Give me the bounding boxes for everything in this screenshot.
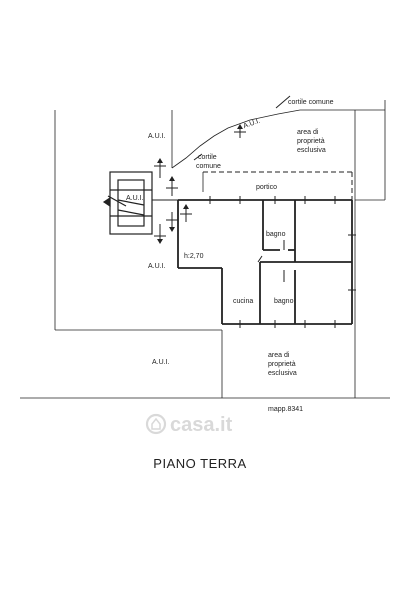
label-cucina: cucina: [233, 298, 253, 305]
watermark-logo-icon: [145, 413, 167, 435]
label-area-esclusiva-bottom-2: proprietà: [268, 361, 296, 368]
label-auu-stairs: A.U.I.: [126, 195, 144, 202]
portico-outline: [203, 171, 353, 200]
casa-it-watermark: casa.it: [145, 413, 233, 436]
arrowheads: [157, 124, 243, 244]
window-markers: [209, 196, 356, 328]
house-walls: [177, 199, 353, 325]
label-auu-bottom: A.U.I.: [152, 359, 170, 366]
site-boundaries: [20, 100, 390, 399]
label-area-esclusiva-top-2: proprietà: [297, 138, 325, 145]
label-cortile-comune-top: cortile comune: [288, 99, 334, 106]
page-title: PIANO TERRA: [153, 456, 247, 471]
label-cortile-comune-mid: cortile: [198, 154, 217, 161]
label-area-esclusiva-bottom-1: area di: [268, 352, 290, 359]
watermark-text: casa.it: [170, 414, 233, 436]
label-bagno-2: bagno: [274, 298, 294, 305]
label-height: h:2,70: [184, 253, 204, 260]
label-auu-left: A.U.I.: [148, 263, 166, 270]
label-portico: portico: [256, 184, 277, 191]
label-cortile-comune-mid-2: comune: [196, 163, 221, 170]
label-bagno-1: bagno: [266, 231, 286, 238]
stair-block: [102, 171, 153, 235]
connector-symbols: [152, 95, 291, 282]
label-auu-top-right: A.U.I.: [242, 118, 261, 131]
label-auu-top-left: A.U.I.: [148, 133, 166, 140]
dashed-partitions: [177, 200, 353, 324]
label-area-esclusiva-top-1: area di: [297, 129, 319, 136]
label-area-esclusiva-bottom-3: esclusiva: [268, 370, 297, 377]
label-area-esclusiva-top-3: esclusiva: [297, 147, 326, 154]
label-mapp: mapp.8341: [268, 406, 303, 413]
